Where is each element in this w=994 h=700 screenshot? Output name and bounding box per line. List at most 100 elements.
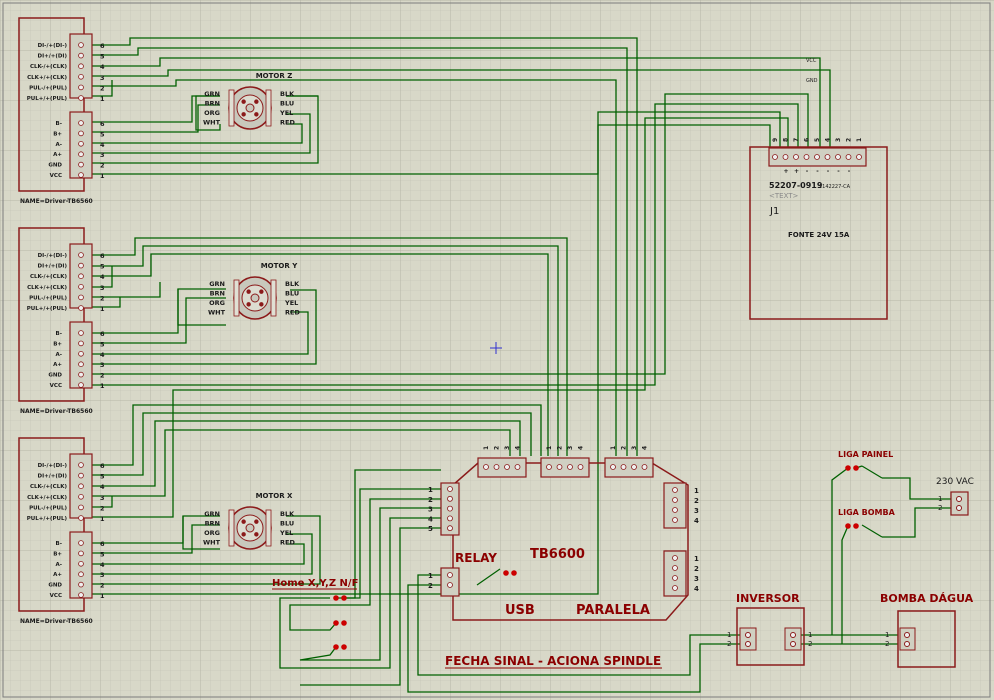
driver-pin bbox=[78, 483, 84, 490]
header-pin-number: 2 bbox=[694, 565, 699, 573]
relay-label: RELAY bbox=[455, 551, 497, 565]
header-pin-number: 4 bbox=[642, 446, 649, 450]
wire bbox=[92, 533, 313, 575]
driver-pin-number: 4 bbox=[100, 561, 105, 569]
header-pin-number: 3 bbox=[504, 446, 511, 450]
motor-pole bbox=[246, 302, 251, 307]
wire bbox=[92, 57, 821, 148]
panel-switch-contact bbox=[845, 465, 851, 471]
power-supply-part: 52207-0919 bbox=[769, 181, 823, 190]
origin-marker bbox=[490, 342, 502, 354]
psu-pin bbox=[856, 154, 862, 160]
driver-pin-number: 5 bbox=[100, 550, 105, 558]
header-pin-number: 1 bbox=[694, 487, 699, 495]
relay-switch-contact bbox=[511, 570, 517, 576]
motor-wire-label: ORG bbox=[204, 529, 220, 537]
wire bbox=[299, 507, 459, 661]
wire bbox=[92, 93, 809, 375]
psu-pin bbox=[782, 154, 789, 160]
motor-wire-label: ORG bbox=[209, 299, 225, 307]
home-switch-contact bbox=[333, 620, 339, 626]
driver-pin-label: GND bbox=[48, 373, 62, 379]
driver-pin bbox=[78, 330, 84, 336]
header-pin bbox=[631, 464, 637, 470]
psu-pin bbox=[824, 154, 831, 160]
tb6600-title: TB6600 bbox=[530, 547, 585, 562]
driver-tb6560[interactable]: DI-/+(DI-)6B-6DI+/+(DI)5B+5CLK-/+(CLK)4A… bbox=[18, 227, 105, 415]
motor-pole bbox=[241, 99, 246, 104]
driver-pin-number: 3 bbox=[100, 151, 105, 159]
driver-pin bbox=[78, 262, 84, 269]
home-switch-contact bbox=[333, 595, 339, 601]
psu-pin-number: 7 bbox=[793, 138, 800, 142]
driver-tb6560[interactable]: DI-/+(DI-)6B-6DI+/+(DI)5B+5CLK-/+(CLK)4A… bbox=[18, 437, 105, 625]
driver-tb6560[interactable]: DI-/+(DI-)6B-6DI+/+(DI)5B+5CLK-/+(CLK)4A… bbox=[18, 17, 105, 205]
driver-pin bbox=[78, 273, 84, 280]
mains-pin-label: 1 bbox=[938, 495, 942, 503]
psu-pin bbox=[845, 154, 852, 160]
header-pin bbox=[610, 464, 616, 470]
header-pin-number: 3 bbox=[694, 507, 699, 515]
driver-pin-number: 3 bbox=[100, 74, 105, 82]
motor-title: MOTOR Y bbox=[261, 262, 298, 270]
water-pump[interactable]: BOMBA DÁGUA 1 2 bbox=[880, 592, 974, 668]
motor-terminal-right bbox=[265, 89, 272, 127]
driver-pin-number: 5 bbox=[100, 263, 105, 271]
home-switch-contact bbox=[341, 644, 347, 650]
header-pin-number: 4 bbox=[428, 515, 433, 523]
header-pin-number: 3 bbox=[694, 575, 699, 583]
psu-pin-sign: + bbox=[783, 168, 788, 175]
driver-pin bbox=[78, 462, 84, 468]
driver-pin-label: B+ bbox=[53, 341, 62, 347]
power-supply-ref: J1 bbox=[769, 206, 779, 217]
wire bbox=[407, 584, 740, 693]
pump-pin-label: 1 bbox=[885, 631, 889, 639]
motor-wire-label: YEL bbox=[279, 529, 293, 537]
motor-wire-label: WHT bbox=[208, 309, 226, 317]
motor-title: MOTOR Z bbox=[256, 72, 293, 80]
driver-pin bbox=[78, 371, 84, 378]
header-pin-number: 1 bbox=[546, 446, 553, 450]
header-pin-number: 1 bbox=[483, 446, 490, 450]
header-pin bbox=[514, 464, 521, 470]
inverter-pin bbox=[790, 632, 796, 638]
psu-pin-number: 9 bbox=[772, 138, 779, 142]
motor-pole bbox=[241, 112, 246, 117]
inverter[interactable]: INVERSOR 1 2 1 2 bbox=[727, 592, 812, 666]
wire bbox=[177, 289, 226, 326]
driver-pin-label: DI-/+(DI-) bbox=[38, 463, 68, 469]
driver-pin-label: PUL-/+(PUL) bbox=[29, 85, 67, 91]
driver-pin-number: 6 bbox=[100, 330, 105, 338]
motor-wire-label: RED bbox=[285, 309, 300, 317]
driver-pin-number: 3 bbox=[100, 284, 105, 292]
board-top-header bbox=[604, 457, 654, 478]
home-switches: Home X,Y,Z N/F bbox=[272, 578, 358, 650]
driver-pin bbox=[78, 515, 84, 521]
driver-layer: DI-/+(DI-)6B-6DI+/+(DI)5B+5CLK-/+(CLK)4A… bbox=[18, 17, 105, 625]
relay-switch-lever bbox=[476, 568, 501, 586]
header-pin-number: 5 bbox=[428, 525, 433, 533]
driver-pin bbox=[78, 592, 84, 598]
mains-input[interactable]: 230 VAC 1 2 bbox=[936, 477, 974, 516]
power-supply-part-extra: 1142227-CA bbox=[819, 184, 851, 190]
board-top-header bbox=[540, 457, 590, 478]
wire bbox=[279, 517, 459, 669]
driver-pin-label: CLK-/+(CLK) bbox=[30, 484, 68, 490]
header-pin-number: 2 bbox=[694, 497, 699, 505]
header-pin bbox=[483, 464, 489, 470]
psu-pin-number: 6 bbox=[804, 138, 811, 142]
driver-pin-label: CLK-/+(CLK) bbox=[30, 64, 68, 70]
net-vcc-label: VCC bbox=[806, 58, 817, 64]
motor-pole bbox=[254, 99, 259, 104]
psu-pin-sign: - bbox=[806, 168, 809, 175]
motor-wire-label: RED bbox=[280, 119, 295, 127]
motor-pole bbox=[254, 519, 259, 524]
header-pin-number: 2 bbox=[621, 446, 628, 450]
